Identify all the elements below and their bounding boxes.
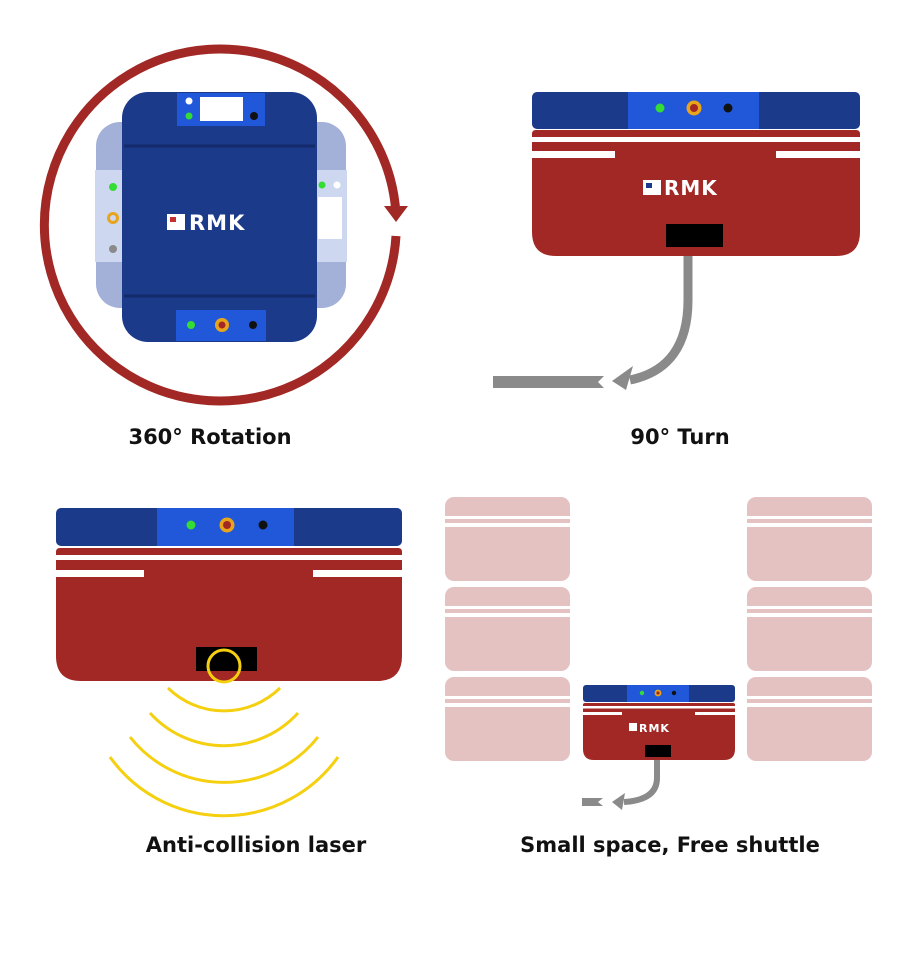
turn-arrow-icon <box>493 256 693 390</box>
caption-laser: Anti-collision laser <box>145 833 367 857</box>
shuttle-panel: RMK <box>445 497 872 810</box>
parked-vehicles-left <box>445 497 570 761</box>
vehicle-chassis <box>532 130 860 256</box>
logo-text: RMK <box>639 722 670 735</box>
logo-text: RMK <box>664 176 718 200</box>
laser-emitter-ring <box>206 648 242 684</box>
brand-logo: RMK <box>643 176 718 200</box>
rotation-panel: RMK <box>39 44 408 406</box>
caption-rotation: 360° Rotation <box>128 425 292 449</box>
parked-vehicles-right <box>747 497 872 761</box>
turn-panel: RMK <box>493 92 860 390</box>
rotation-arrow-icon <box>39 44 408 406</box>
logo-text: RMK <box>189 211 245 235</box>
caption-turn: 90° Turn <box>630 425 730 449</box>
laser-sensor <box>645 745 671 757</box>
shuttle-arrow-icon <box>582 760 660 810</box>
vehicle-chassis <box>56 548 402 681</box>
vehicle-body-top-view <box>122 92 317 342</box>
brand-logo: RMK <box>629 722 670 735</box>
brand-logo: RMK <box>167 211 245 235</box>
laser-wave-icon <box>108 686 340 818</box>
laser-sensor <box>666 224 723 247</box>
vehicle-chassis <box>583 703 735 760</box>
caption-shuttle: Small space, Free shuttle <box>520 833 820 857</box>
laser-panel <box>56 508 402 818</box>
